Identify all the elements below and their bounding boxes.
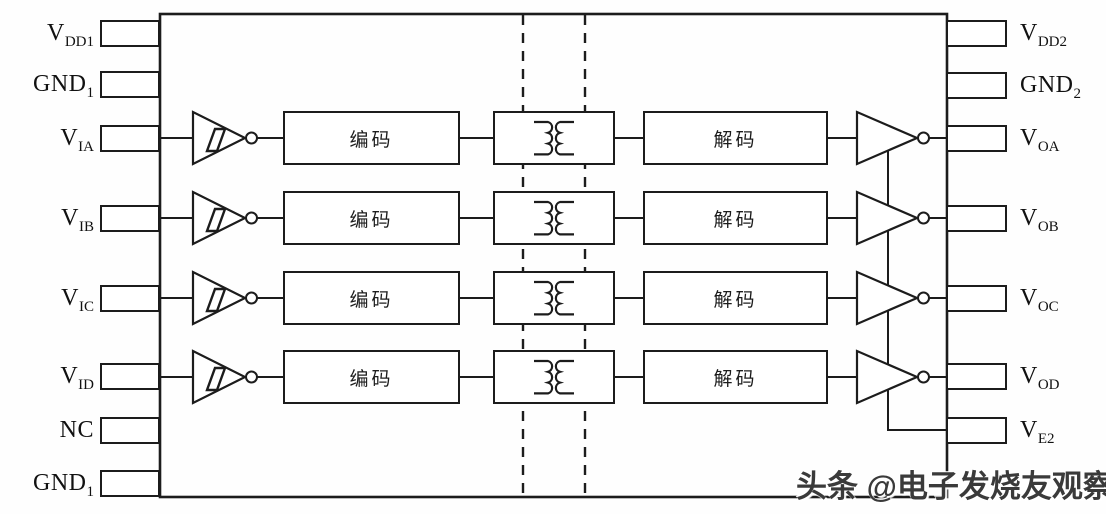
pin-label-vib: VIB — [61, 205, 94, 235]
secondary-coil-icon — [554, 120, 574, 156]
inverter-bubble-icon — [917, 211, 930, 225]
encoder-block: 编码 — [283, 271, 460, 325]
hysteresis-symbol-icon — [205, 366, 227, 392]
chip-outline — [158, 12, 949, 499]
pin-box-vod — [946, 363, 1007, 390]
secondary-coil-icon — [554, 359, 574, 395]
encoder-block: 编码 — [283, 111, 460, 165]
decoder-label: 解码 — [713, 129, 758, 151]
pin-label-gnd1: GND1 — [33, 71, 94, 101]
decoder-label: 解码 — [713, 209, 758, 231]
encoder-label: 编码 — [349, 368, 394, 390]
primary-coil-icon — [534, 280, 554, 316]
pin-box-vid — [100, 363, 160, 390]
pin-box-gnd1-bottom — [100, 470, 160, 497]
transformer-coils-icon — [534, 359, 574, 395]
pin-box-vic — [100, 285, 160, 312]
encoder-label: 编码 — [349, 289, 394, 311]
encoder-label: 编码 — [349, 209, 394, 231]
primary-coil-icon — [534, 359, 554, 395]
pin-label-vic: VIC — [61, 285, 94, 315]
schmitt-input-buffer-icon — [191, 190, 248, 246]
pin-label-vid: VID — [60, 363, 94, 393]
pin-label-vod: VOD — [1020, 363, 1060, 393]
pin-label-nc: NC — [59, 417, 94, 443]
pin-label-gnd1-bottom: GND1 — [33, 470, 94, 500]
schmitt-input-buffer-icon — [191, 110, 248, 166]
secondary-coil-icon — [554, 200, 574, 236]
decoder-block: 解码 — [643, 111, 828, 165]
pin-label-gnd2: GND2 — [1020, 72, 1081, 102]
pin-box-nc — [100, 417, 160, 444]
decoder-block: 解码 — [643, 191, 828, 245]
hysteresis-symbol-icon — [205, 207, 227, 233]
encoder-block: 编码 — [283, 191, 460, 245]
pin-box-gnd2 — [946, 72, 1007, 99]
inverter-bubble-icon — [917, 131, 930, 145]
pin-label-voc: VOC — [1020, 285, 1059, 315]
output-buffer-icon — [855, 349, 920, 405]
decoder-label: 解码 — [713, 368, 758, 390]
pin-box-vdd2 — [946, 20, 1007, 47]
secondary-coil-icon — [554, 280, 574, 316]
inverter-bubble-icon — [245, 131, 258, 145]
pin-label-voa: VOA — [1020, 125, 1060, 155]
encoder-block: 编码 — [283, 350, 460, 404]
decoder-block: 解码 — [643, 271, 828, 325]
decoder-block: 解码 — [643, 350, 828, 404]
transformer-block — [493, 271, 615, 325]
pin-box-vob — [946, 205, 1007, 232]
output-buffer-icon — [855, 270, 920, 326]
transformer-coils-icon — [534, 200, 574, 236]
pin-label-via: VIA — [60, 125, 94, 155]
pin-label-vob: VOB — [1020, 205, 1059, 235]
pin-box-via — [100, 125, 160, 152]
schmitt-input-buffer-icon — [191, 270, 248, 326]
watermark-text: 头条 @电子发烧友观察 — [796, 469, 1106, 504]
pin-label-vdd1: VDD1 — [46, 20, 94, 50]
inverter-bubble-icon — [245, 291, 258, 305]
hysteresis-symbol-icon — [205, 127, 227, 153]
primary-coil-icon — [534, 120, 554, 156]
transformer-block — [493, 191, 615, 245]
pin-box-ve2 — [946, 417, 1007, 444]
output-buffer-icon — [855, 190, 920, 246]
transformer-block — [493, 111, 615, 165]
pin-box-gnd1-top — [100, 71, 160, 98]
transformer-coils-icon — [534, 120, 574, 156]
schmitt-input-buffer-icon — [191, 349, 248, 405]
pin-label-vdd2: VDD2 — [1020, 20, 1068, 50]
inverter-bubble-icon — [245, 211, 258, 225]
encoder-label: 编码 — [349, 129, 394, 151]
transformer-block — [493, 350, 615, 404]
inverter-bubble-icon — [245, 370, 258, 384]
pin-box-voa — [946, 125, 1007, 152]
decoder-label: 解码 — [713, 289, 758, 311]
inverter-bubble-icon — [917, 370, 930, 384]
output-buffer-icon — [855, 110, 920, 166]
hysteresis-symbol-icon — [205, 287, 227, 313]
inverter-bubble-icon — [917, 291, 930, 305]
pin-box-voc — [946, 285, 1007, 312]
transformer-coils-icon — [534, 280, 574, 316]
primary-coil-icon — [534, 200, 554, 236]
pin-box-vdd1 — [100, 20, 160, 47]
pin-label-ve2: VE2 — [1020, 417, 1055, 447]
enable-rail-wire — [887, 151, 947, 431]
pin-box-vib — [100, 205, 160, 232]
